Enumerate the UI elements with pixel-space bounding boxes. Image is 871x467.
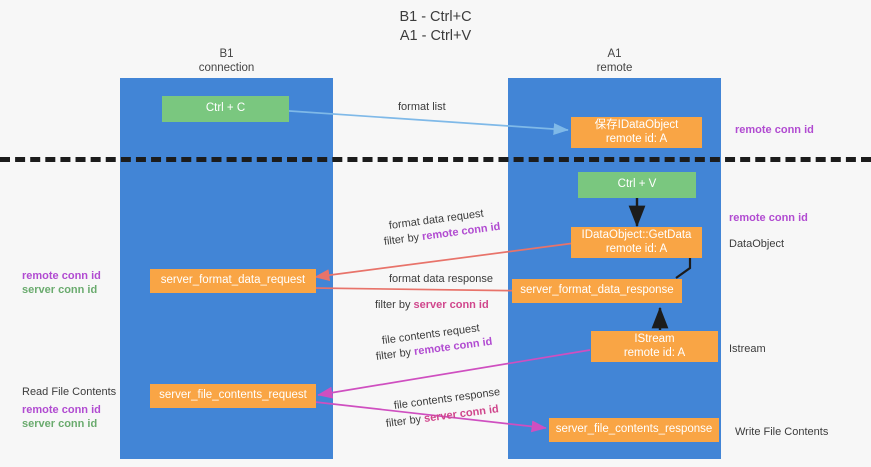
annotation-left-remote-conn-id: remote conn id [22,270,101,282]
annotation-istream: Istream [729,342,766,356]
annotation-left-server-conn-id: server conn id [22,284,98,296]
node-server-file-contents-request[interactable]: server_file_contents_request [150,384,316,408]
annotation-left-server-conn-id-2: server conn id [22,418,98,430]
node-ctrl-v[interactable]: Ctrl + V [578,172,696,198]
annotation-remote-conn-id-mid-text: remote conn id [729,212,808,224]
arrow-format-list [274,109,569,135]
annotation-write-file-contents-text: Write File Contents [735,426,829,438]
edge-label-format-list: format list [398,101,446,113]
annotation-remote-conn-id-mid: remote conn id [729,211,808,225]
lane-a1-name: A1 [607,48,622,60]
annotation-read-file-contents: Read File Contents [22,385,116,399]
node-idataobject-getdata-label: IDataObject::GetData [581,229,692,241]
node-server-format-data-response-label: server_format_data_response [520,284,674,297]
page-title: B1 - Ctrl+C A1 - Ctrl+V [0,8,871,46]
filter-prefix: filter by [375,346,415,363]
node-ctrl-v-label: Ctrl + V [617,178,657,191]
node-server-file-contents-response[interactable]: server_file_contents_response [549,418,719,442]
phase-divider [0,157,871,162]
node-server-file-contents-response-label: server_file_contents_response [555,423,713,436]
node-istream-label: IStream [634,333,675,345]
lane-b1-name: B1 [219,48,234,60]
annotation-dataobject-text: DataObject [729,238,785,250]
node-idataobject-store-label: 保存IDataObject [594,119,679,131]
lane-b1-role: connection [198,62,255,74]
annotation-dataobject: DataObject [729,237,784,251]
annotation-remote-conn-id-top-text: remote conn id [735,124,814,136]
arrow-file-contents-response [314,401,547,433]
arrow-format-data-request [314,242,576,282]
lane-header-a1: A1 remote [508,47,721,75]
edge-label-format-data-response: format data response [389,273,493,285]
filter-prefix: filter by [383,231,423,248]
annotation-left-conn-ids-top: remote conn id server conn id [22,269,101,297]
node-server-format-data-response[interactable]: server_format_data_response [512,279,682,303]
lane-header-b1: B1 connection [120,47,333,75]
annotation-left-remote-conn-id-2: remote conn id [22,404,101,416]
node-istream[interactable]: IStream remote id: A [591,331,718,362]
node-server-format-data-request-label: server_format_data_request [160,274,306,287]
node-server-format-data-request[interactable]: server_format_data_request [150,269,316,293]
edge-label-format-data-response-filter: filter by server conn id [375,298,489,313]
arrow-file-contents-request [317,349,591,399]
filter-key-server-conn-id: server conn id [413,299,489,311]
annotation-istream-text: Istream [729,343,766,355]
filter-prefix: filter by [375,299,414,311]
node-istream-subtitle: remote id: A [623,346,686,359]
node-server-file-contents-request-label: server_file_contents_request [159,389,307,402]
node-idataobject-store[interactable]: 保存IDataObject remote id: A [571,117,702,148]
node-idataobject-store-subtitle: remote id: A [605,132,668,145]
title-line-1: B1 - Ctrl+C [399,9,472,25]
node-idataobject-getdata[interactable]: IDataObject::GetData remote id: A [571,227,702,258]
title-line-2: A1 - Ctrl+V [399,28,472,44]
node-ctrl-c-label: Ctrl + C [205,102,246,115]
filter-prefix: filter by [385,413,425,430]
node-ctrl-c[interactable]: Ctrl + C [162,96,289,122]
annotation-left-conn-ids-bottom: remote conn id server conn id [22,403,101,431]
annotation-read-file-contents-text: Read File Contents [22,386,117,398]
annotation-remote-conn-id-top: remote conn id [735,123,814,137]
node-idataobject-getdata-subtitle: remote id: A [605,242,668,255]
lane-a1-role: remote [596,62,633,74]
annotation-write-file-contents: Write File Contents [735,425,828,439]
